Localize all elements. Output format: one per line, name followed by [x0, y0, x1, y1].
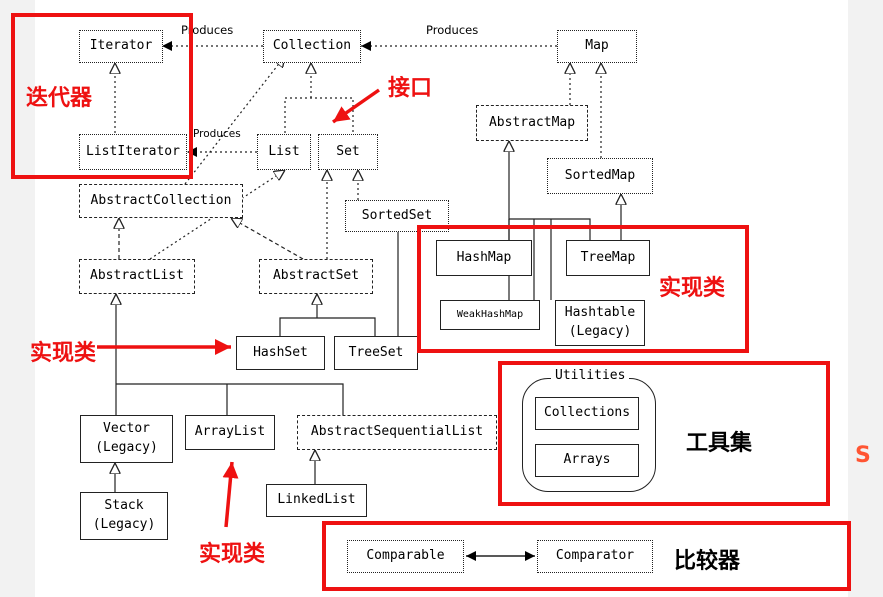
arrays-node: Arrays	[535, 444, 639, 477]
abstractset-extends-abstractcollection	[231, 218, 304, 260]
produces-label-3: Produces	[193, 128, 241, 140]
map-impl-highlight	[417, 225, 749, 353]
produces-label-2: Produces	[426, 23, 479, 37]
impl-list-arrow	[222, 461, 239, 528]
list-set-extends-collection	[284, 63, 354, 133]
iterator-node: Iterator	[79, 30, 163, 63]
comparator-highlight	[322, 521, 851, 591]
abstractcollection-node: AbstractCollection	[79, 184, 243, 218]
diagram-connectors	[97, 41, 848, 561]
abstractset-node: AbstractSet	[259, 259, 373, 294]
list-node: List	[257, 134, 311, 170]
treemap-node: TreeMap	[566, 240, 650, 276]
utilities-highlight	[498, 361, 830, 506]
iterator-highlight	[11, 13, 193, 179]
hashset-node: HashSet	[236, 336, 325, 370]
vector-note: (Legacy)	[95, 440, 158, 455]
collection-node: Collection	[263, 30, 361, 63]
stack-note: (Legacy)	[92, 517, 156, 532]
produces-label-1: Produces	[181, 23, 234, 37]
comparator-node: Comparator	[537, 540, 653, 573]
hashtable-name: Hashtable	[564, 305, 636, 321]
hashtable-note: (Legacy)	[568, 324, 632, 339]
hashtable-node: Hashtable (Legacy)	[555, 300, 645, 346]
abstractcollection-implements-collection	[184, 56, 285, 185]
abstractmap-node: AbstractMap	[476, 105, 588, 141]
set-node: Set	[318, 134, 378, 170]
abstractlist-node: AbstractList	[79, 259, 195, 294]
abstractsequentiallist-node: AbstractSequentialList	[297, 415, 497, 450]
sortedset-node: SortedSet	[345, 200, 449, 232]
tools-annotation: 工具集	[686, 431, 753, 456]
comparator-annotation: 比较器	[674, 549, 741, 574]
sortedmap-node: SortedMap	[547, 158, 653, 194]
iterator-annotation: 迭代器	[26, 86, 93, 111]
impl-set-annotation: 实现类	[30, 341, 97, 366]
listiterator-node: ListIterator	[79, 134, 187, 170]
collections-node: Collections	[535, 397, 639, 430]
lists-extend-abstractlist	[115, 294, 344, 415]
vector-name: Vector	[103, 421, 150, 437]
linkedlist-node: LinkedList	[266, 484, 367, 517]
interface-arrow	[332, 88, 380, 124]
interface-annotation: 接口	[388, 76, 433, 101]
diagram-canvas: Produces Produces Produces Iterator List…	[11, 0, 851, 597]
arraylist-node: ArrayList	[185, 415, 275, 450]
stack-name: Stack	[104, 498, 144, 514]
treeset-node: TreeSet	[334, 336, 418, 370]
map-node: Map	[557, 30, 637, 63]
hashmap-node: HashMap	[436, 240, 532, 276]
stack-node: Stack (Legacy)	[80, 492, 168, 540]
vector-node: Vector (Legacy)	[80, 415, 173, 463]
comparable-node: Comparable	[347, 540, 464, 573]
impl-map-annotation: 实现类	[659, 276, 726, 301]
logo-icon: S	[855, 443, 871, 468]
impl-list-annotation: 实现类	[199, 542, 266, 567]
utilities-title: Utilities	[551, 368, 630, 383]
weakhashmap-node: WeakHashMap	[440, 300, 540, 330]
sets-extend-abstractset	[279, 294, 376, 336]
